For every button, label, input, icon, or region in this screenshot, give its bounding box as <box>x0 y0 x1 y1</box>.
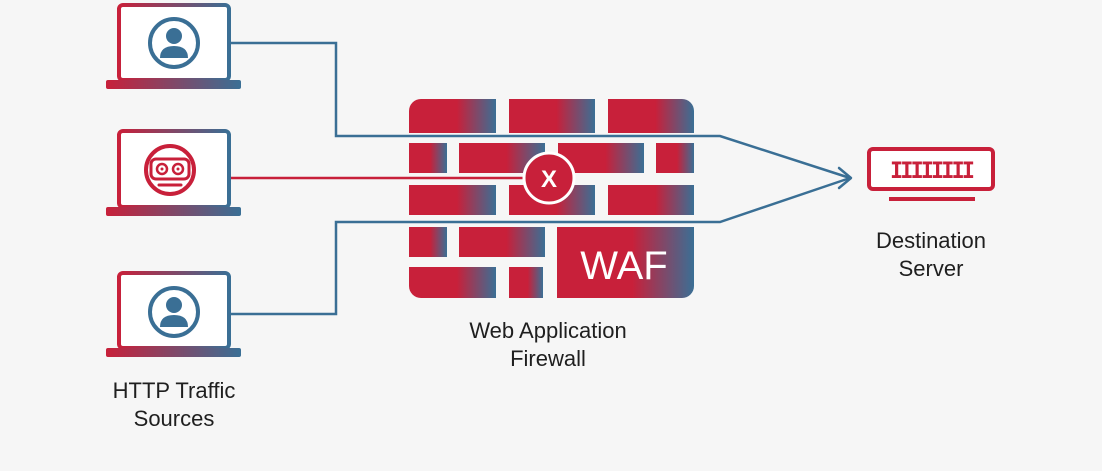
laptop-user-bottom <box>106 271 241 357</box>
waf-badge <box>557 227 694 298</box>
destination-label-line1: Destination <box>875 228 987 253</box>
sources-label-line1: HTTP Traffic <box>112 378 236 403</box>
laptop-user-top <box>106 3 241 89</box>
sources-label: HTTP Traffic Sources <box>84 377 264 433</box>
firewall-label-line2: Firewall <box>510 346 586 371</box>
firewall-label: Web Application Firewall <box>430 317 666 373</box>
destination-label-line2: Server <box>898 256 964 281</box>
traffic-lines <box>229 41 853 316</box>
user-icon <box>148 286 200 338</box>
destination-label: Destination Server <box>846 227 1016 283</box>
sources-label-line2: Sources <box>133 406 215 431</box>
allowed-traffic-line-top <box>229 41 851 180</box>
block-x-text: X <box>541 166 557 193</box>
arrow-head-icon <box>837 166 853 190</box>
bot-icon <box>144 144 196 196</box>
laptop-bot <box>106 129 241 216</box>
server-vents: IIIIIIII <box>890 159 974 184</box>
server-icon: IIIIIIII <box>867 147 995 201</box>
allowed-traffic-line-bottom <box>229 176 851 316</box>
block-x-icon: X <box>522 151 576 205</box>
firewall-wall-icon <box>409 99 694 298</box>
firewall-label-line1: Web Application <box>469 318 627 343</box>
user-icon <box>148 17 200 69</box>
waf-badge-text: WAF <box>580 244 667 288</box>
